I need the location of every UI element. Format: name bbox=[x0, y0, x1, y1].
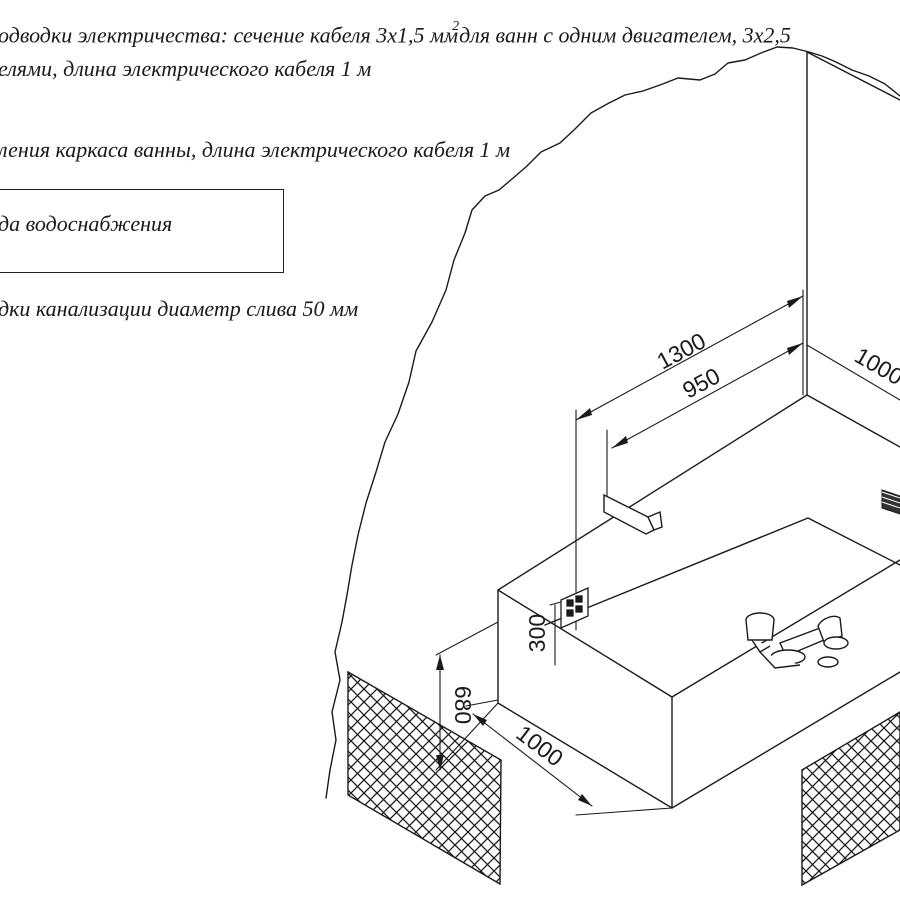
note-sewage: дки канализации диаметр слива 50 мм bbox=[0, 296, 359, 321]
bathtub-bottom-right-edge bbox=[671, 671, 900, 809]
note-electric-line-1: одводки электричества: сечение кабеля 3х… bbox=[0, 18, 791, 48]
dim-950-arrow-left bbox=[612, 436, 628, 448]
wall-cutout-contour bbox=[325, 46, 900, 799]
bathtub-inner-basin bbox=[544, 517, 900, 626]
dim-1000-front-arrow-a bbox=[473, 714, 487, 726]
dim-1000-front-ext-a bbox=[465, 699, 499, 707]
drain-siphon bbox=[745, 612, 849, 669]
dim-680-ext-top bbox=[435, 621, 499, 656]
dim-950-arrow-right bbox=[787, 343, 803, 355]
dim-1000-front-ext-b bbox=[575, 807, 673, 816]
dim-950-line bbox=[611, 342, 804, 449]
left-access-grille bbox=[347, 670, 502, 886]
bathtub-top-front-edge bbox=[671, 559, 900, 698]
electrical-socket bbox=[560, 586, 589, 630]
note-water-supply: да водоснабжения bbox=[0, 211, 173, 236]
dim-680-label: 680 bbox=[450, 686, 476, 724]
note-electric-tail: для ванн с одним двигателем, 3х2,5 bbox=[459, 22, 791, 48]
wall-back-top-edge bbox=[806, 51, 900, 101]
dim-1000-front-line bbox=[472, 713, 593, 807]
dim-1000-back-label: 1000 bbox=[850, 342, 900, 390]
wall-electrical-box bbox=[881, 489, 900, 515]
dim-1300-arrow-left bbox=[576, 408, 592, 420]
dim-1000-front-arrow-b bbox=[578, 794, 592, 806]
note-electric-superscript: 2 bbox=[452, 19, 460, 34]
dim-1300-line bbox=[575, 295, 804, 421]
note-grounding: ления каркаса ванны, длина электрическог… bbox=[0, 137, 511, 162]
dim-950-label: 950 bbox=[678, 362, 724, 403]
dim-1000-back-line bbox=[806, 344, 900, 401]
note-electric-text: одводки электричества: сечение кабеля 3х… bbox=[0, 22, 459, 48]
dim-300-label: 300 bbox=[524, 614, 550, 652]
water-spout bbox=[603, 493, 663, 535]
bathtub-top-left-edge bbox=[497, 394, 808, 591]
note-electric-line-2: елями, длина электрического кабеля 1 м bbox=[0, 56, 372, 81]
dim-680-arrow-top bbox=[436, 655, 444, 670]
note-water-supply-box bbox=[0, 189, 284, 273]
right-access-grille bbox=[801, 711, 900, 887]
bathtub-top-back-edge bbox=[806, 394, 900, 448]
dim-1300-arrow-right bbox=[787, 296, 803, 308]
